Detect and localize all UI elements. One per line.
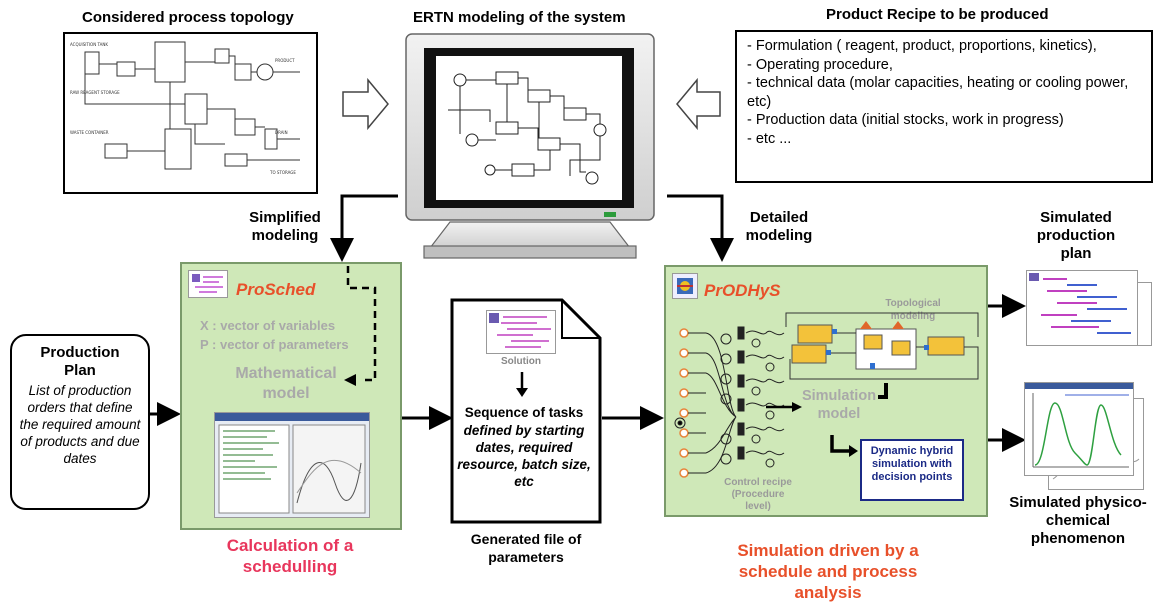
svg-text:TO STORAGE: TO STORAGE	[269, 170, 296, 175]
prodhys-caption: Simulation driven by a schedule and proc…	[737, 541, 919, 602]
phenomenon-chart	[1024, 382, 1134, 476]
svg-text:ACQUISITION TANK: ACQUISITION TANK	[70, 42, 108, 47]
prodhys-logo-icon	[672, 273, 698, 299]
simulated-plan-label: Simulated production plan	[1036, 209, 1116, 262]
simplified-label: Simplified modeling	[249, 209, 321, 244]
process-topology-diagram: ACQUISITION TANK RAW REAGENT STORAGE WAS…	[63, 32, 318, 194]
recipe-line: - Formulation ( reagent, product, propor…	[747, 38, 1097, 54]
production-plan-text: List of production orders that define th…	[19, 383, 141, 466]
simulation-model-label: Simulation model	[801, 388, 877, 422]
ertn-title: ERTN modeling of the system	[413, 9, 626, 26]
recipe-line: - technical data (molar capacities, heat…	[747, 75, 1129, 110]
svg-text:PRODUCT: PRODUCT	[275, 58, 295, 63]
sequence-text: defined by starting dates, required reso…	[457, 423, 591, 489]
x-vector-label: X : vector of variables	[200, 318, 336, 333]
math-model-label: Mathematical model	[235, 365, 337, 402]
prosched-caption: Calculation of a schedulling	[226, 536, 354, 576]
prodhys-name: PrODHyS	[704, 281, 781, 300]
svg-text:WASTE CONTAINER: WASTE CONTAINER	[70, 130, 109, 135]
production-plan-box: Production Plan List of production order…	[10, 334, 150, 510]
topological-label: Topological modeling	[885, 298, 941, 322]
prosched-panel: ProSched X : vector of variables P : vec…	[180, 262, 402, 530]
petri-net-and-topology	[674, 312, 979, 478]
simulated-phenomenon-label: Simulated physico-chemical phenomenon	[1009, 494, 1147, 547]
solver-screenshot	[214, 412, 370, 518]
sequence-title: Sequence of tasks	[464, 405, 584, 420]
monitor	[405, 33, 655, 259]
recipe-line: - Production data (initial stocks, work …	[747, 112, 1064, 128]
dynamic-simulation-box: Dynamic hybrid simulation with decision …	[860, 439, 964, 501]
topology-title: Considered process topology	[82, 9, 294, 26]
solution-thumbnail	[486, 310, 556, 354]
prosched-name: ProSched	[236, 280, 316, 299]
control-recipe-label: Control recipe (Procedure level)	[724, 477, 792, 512]
detailed-label: Detailed modeling	[745, 209, 813, 244]
recipe-title: Product Recipe to be produced	[826, 6, 1049, 23]
recipe-box: - Formulation ( reagent, product, propor…	[735, 30, 1153, 183]
recipe-line: - Operating procedure,	[747, 56, 893, 73]
gantt-thumbnail	[1026, 270, 1138, 346]
down-arrow	[516, 372, 528, 397]
generated-file-doc: Solution Sequence of tasks defined by st…	[450, 298, 602, 524]
p-vector-label: P : vector of parameters	[200, 337, 349, 352]
prosched-logo-icon	[188, 270, 228, 298]
prodhys-panel: PrODHyS Topological modeling	[664, 265, 988, 517]
topology-sketch: ACQUISITION TANK RAW REAGENT STORAGE WAS…	[70, 41, 300, 175]
recipe-line: - etc ...	[747, 130, 792, 147]
svg-text:RAW REAGENT STORAGE: RAW REAGENT STORAGE	[70, 90, 120, 95]
svg-text:DRAIN: DRAIN	[275, 130, 288, 135]
solution-label: Solution	[501, 356, 541, 367]
file-caption: Generated file of parameters	[470, 531, 582, 565]
production-plan-title: Production Plan	[40, 344, 120, 379]
